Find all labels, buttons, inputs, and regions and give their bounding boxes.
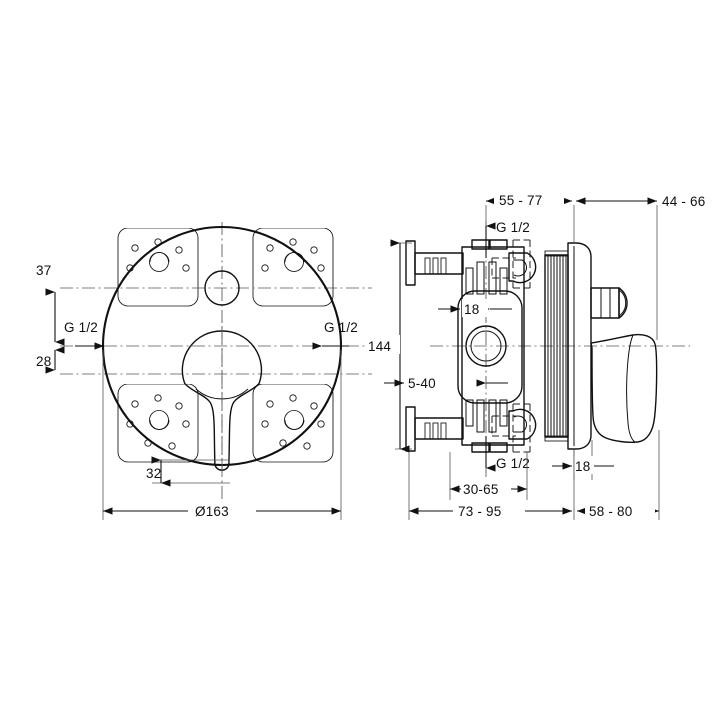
bottom-outlet-stub-a [471,442,490,453]
body-fins-upper [465,261,508,295]
dim-3065-label: 30-65 [463,482,499,497]
dim-144-label: 144 [368,339,391,354]
cartridge-ring-outer [465,325,507,367]
mounting-plate-bottom-right [252,384,334,463]
dim-18-top-bg [462,299,488,317]
g12-left-label: G 1/2 [64,320,98,335]
dim-32-label: 32 [146,466,161,481]
mounting-plate-top-right [252,228,334,307]
dim-5880-bg [585,501,655,520]
dim-5577-label: 55 - 77 [499,193,542,208]
bottom-outlet-stub-b [489,442,508,453]
top-outlet-stub-a [471,239,490,250]
g12-bottom-label: G 1/2 [496,456,530,471]
dim-18-bottom-label: 18 [575,459,590,474]
dim-18-bottom-bg [574,456,594,474]
top-outlet-stub-b [489,239,508,250]
valve-body [457,239,537,453]
g12-top-label: G 1/2 [496,220,530,235]
lower-pipe-thread [424,422,447,440]
body-elbow-lower [508,408,537,440]
cartridge-ring-inner [470,330,502,362]
front-view-dimensions: 37 28 G 1/2 G 1/2 32 Ø163 [36,263,358,520]
cartridge-housing [457,290,523,404]
dim-540-label: 5-40 [408,376,436,391]
diverter-knob-side [590,287,628,319]
lever-handle-side [590,333,658,443]
dim-3065-bg [461,479,511,497]
dim-37-label: 37 [36,263,51,278]
mounting-plate-bottom-left [117,384,199,463]
dim-144-bg [368,335,400,354]
escutcheon-side-profile [567,242,592,450]
dia163-label: Ø163 [195,504,229,519]
diverter-knob [204,270,240,306]
body-elbow-upper [508,252,537,284]
dim-28-label: 28 [36,354,51,369]
dim-7395-label: 73 - 95 [458,504,501,519]
dim-5577-bg [494,191,564,208]
dim-5880-label: 58 - 80 [589,504,632,519]
body-fins-lower [465,399,508,433]
upper-pipe-thread [424,257,447,275]
side-view-group [405,222,690,478]
dia163-label-bg [188,501,256,520]
g12-right-label: G 1/2 [324,320,358,335]
dim-540-bg [406,373,450,391]
dim-18-top-label: 18 [464,302,479,317]
lever-handle [181,326,263,472]
dim-4466-label: 44 - 66 [662,194,705,209]
hidden-outline-upper [491,239,531,289]
dim-7395-bg [453,501,525,520]
side-view-dimensions: 55 - 77 44 - 66 G 1/2 G 1/2 144 18 5-40 … [368,191,705,520]
